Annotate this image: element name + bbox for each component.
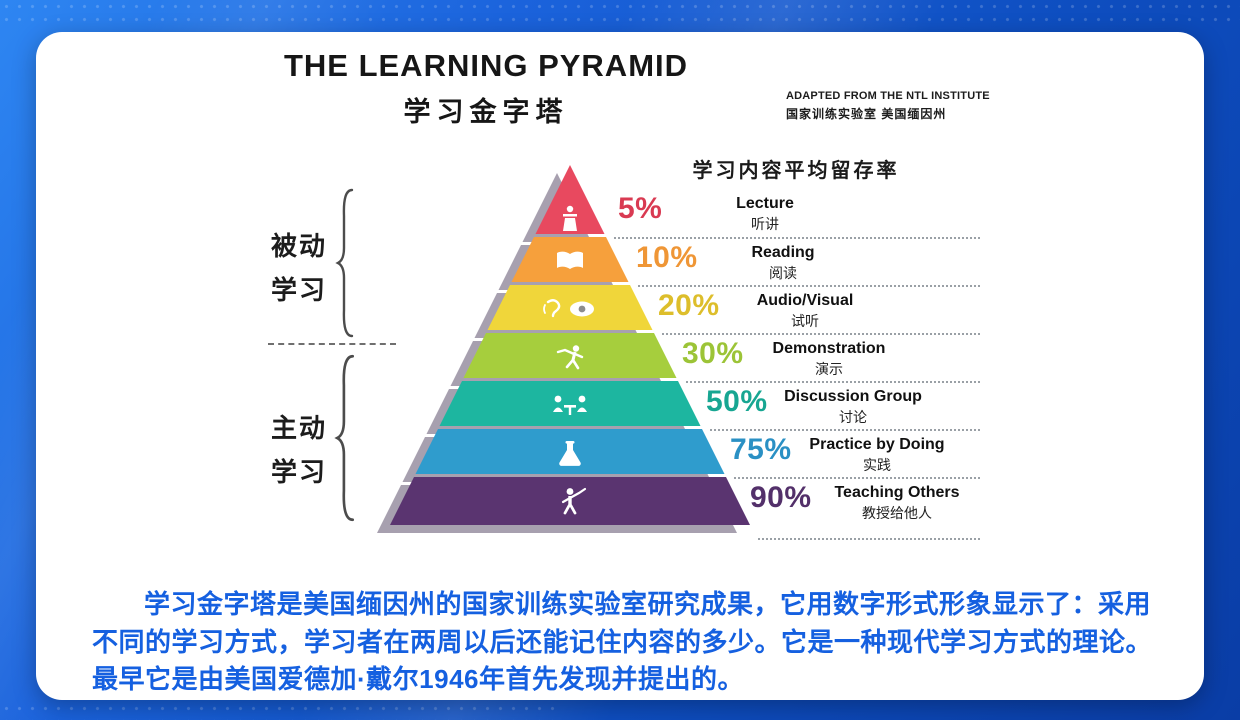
retention-percent-audio-visual: 20% [658,289,720,322]
retention-percent-discussion: 50% [706,385,768,418]
practice-flask-icon [559,440,581,466]
passive-active-divider [268,343,396,345]
background-dot-pattern-top [0,0,1240,30]
page-title: THE LEARNING PYRAMID [283,48,689,83]
separator-line [662,333,980,335]
active-learning-label: 主动 学习 [270,413,327,487]
label-audio-visual: Audio/Visual 试听 [756,292,854,329]
slide-card: THE LEARNING PYRAMID 学习金字塔 ADAPTED FROM … [36,32,1204,700]
separator-line [758,538,980,540]
label-practice-by-doing: Practice by Doing 实践 [809,436,945,473]
label-reading: Reading 阅读 [751,244,815,281]
discussion-group-icon [553,395,587,415]
teaching-others-icon [561,487,587,515]
separator-line [710,429,980,431]
separator-line [614,237,980,239]
label-discussion-group: Discussion Group 讨论 [784,388,922,425]
separator-line [638,285,980,287]
pyramid-level-practice [415,429,725,474]
active-learning-brace [334,354,355,522]
retention-rate-header: 学习内容平均留存率 [692,160,900,182]
label-demonstration: Demonstration 演示 [772,340,886,377]
attribution-english: ADAPTED FROM THE NTL INSTITUTE [786,90,990,102]
learning-pyramid [390,165,750,525]
retention-percent-teaching: 90% [750,481,812,514]
audio-visual-icon [543,299,594,318]
passive-learning-label: 被动 学习 [270,231,327,305]
demonstration-icon [556,345,584,370]
background-dot-pattern-bottom [0,702,560,720]
page-title-chinese: 学习金字塔 [403,97,569,127]
pyramid-level-teaching-others [390,477,750,525]
lecture-icon [563,205,577,231]
retention-percent-reading: 10% [636,241,698,274]
description-paragraph: 学习金字塔是美国缅因州的国家训练实验室研究成果，它用数字形式形象显示了：采用不同… [92,589,1153,695]
pyramid-level-demonstration [463,333,677,378]
separator-line [734,477,980,479]
label-lecture: Lecture 听讲 [736,195,794,232]
label-teaching-others: Teaching Others 教授给他人 [834,484,960,521]
attribution-chinese: 国家训练实验室 美国缅因州 [786,107,947,121]
retention-percent-practice: 75% [730,433,792,466]
reading-icon [557,251,583,269]
pyramid-level-audio-visual [487,285,653,330]
pyramid-level-discussion-group [439,381,701,426]
passive-learning-brace [335,188,354,338]
pyramid-level-reading [511,237,629,282]
attribution: ADAPTED FROM THE NTL INSTITUTE 国家训练实验室 美… [786,90,1026,122]
retention-percent-lecture: 5% [618,192,663,225]
separator-line [686,381,980,383]
retention-percent-demonstration: 30% [682,337,744,370]
